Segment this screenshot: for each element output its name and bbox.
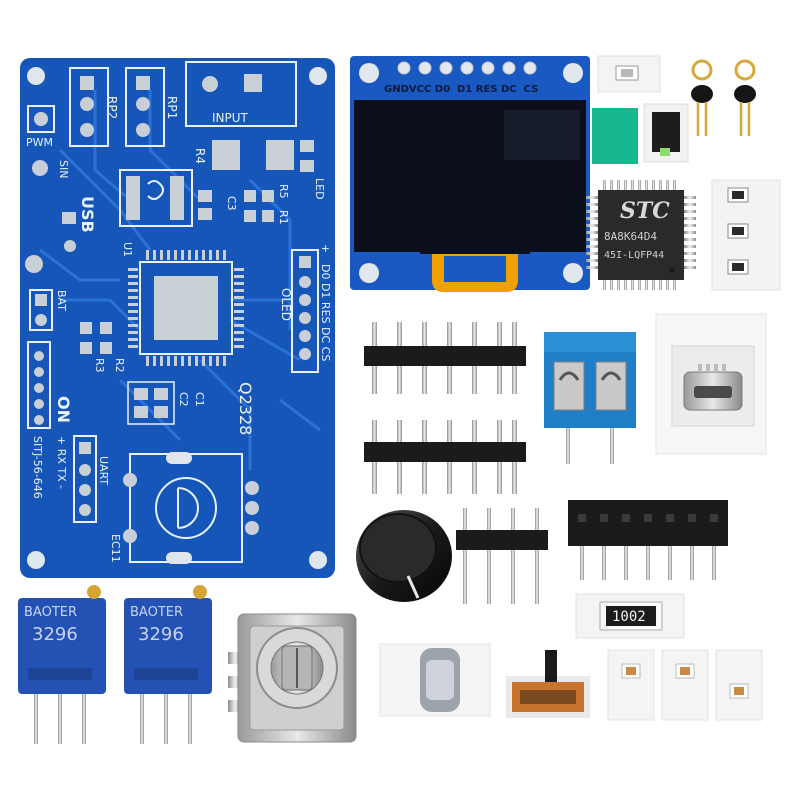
- label-rp1: RP1: [165, 96, 179, 119]
- oled-pin-header-label: GNDVCC D0 D1 RES DC CS: [384, 84, 538, 95]
- chip-part: 8A8K64D4: [604, 230, 657, 243]
- sot-transistor: [652, 112, 680, 152]
- chip-brand: STC: [620, 198, 670, 224]
- label-c2: C2: [177, 392, 190, 407]
- resistor-marking: 1002: [612, 609, 646, 625]
- label-plus-minus: +: [319, 244, 332, 253]
- label-sin: SIN: [57, 160, 70, 178]
- mount-hole: [27, 551, 45, 569]
- label-r3: R3: [93, 358, 106, 373]
- oled-header-pins: [397, 61, 537, 75]
- chip-line3: 45I-LQFP44: [604, 250, 664, 261]
- top-right-parts: STC 8A8K64D4 45I-LQFP44: [586, 55, 781, 291]
- label-bat: BAT: [55, 290, 68, 311]
- label-rxtx: + RX TX -: [55, 436, 68, 489]
- ec11-encoder: [228, 613, 357, 743]
- label-led: LED: [313, 178, 326, 200]
- pot-brand: BAOTER: [130, 605, 183, 620]
- smd-resistor-1002: 1002: [575, 593, 685, 639]
- label-sitj: SITJ-56-646: [31, 436, 44, 499]
- smd-capacitor-strip: [607, 649, 763, 721]
- label-input: INPUT: [212, 111, 249, 125]
- u1-footprint: [139, 261, 233, 355]
- label-uart: UART: [97, 456, 110, 485]
- trimmer-pot: BAOTER 3296: [124, 585, 212, 744]
- u1-pads: [128, 250, 244, 366]
- label-oled: OLED: [279, 288, 293, 321]
- screw-terminal: [544, 332, 636, 464]
- micro-usb-connector: [655, 313, 767, 455]
- label-r1: R1: [277, 210, 290, 225]
- stc-mcu-chip: STC 8A8K64D4 45I-LQFP44: [586, 180, 696, 290]
- pin-header-bottom: [364, 420, 526, 494]
- label-ec11: EC11: [109, 534, 122, 563]
- rp1-outline: [125, 67, 165, 147]
- label-c1: C1: [193, 392, 206, 407]
- input-outline: [185, 61, 297, 127]
- label-r5: R5: [277, 184, 290, 199]
- pin-header-top: [364, 322, 526, 394]
- slide-switch: [506, 650, 590, 718]
- led-component: [691, 59, 713, 136]
- right-angle-header: [456, 508, 548, 604]
- mount-hole: [309, 551, 327, 569]
- label-oled-pins: D0 D1 RES DC CS: [319, 264, 332, 361]
- label-r2: R2: [113, 358, 126, 373]
- trimmer-pot: BAOTER 3296: [18, 585, 106, 744]
- main-pcb: RP2 RP1 INPUT PWM SIN R4 LED C3 R5 R1: [20, 58, 335, 578]
- label-on: ON: [54, 396, 73, 423]
- oled-module: GNDVCC D0 D1 RES DC CS: [350, 56, 590, 292]
- label-q2328: Q2328: [236, 382, 255, 435]
- label-u1: U1: [121, 242, 134, 257]
- green-tape: [592, 108, 638, 164]
- label-rp2: RP2: [105, 96, 119, 119]
- buzzer-part: [379, 643, 491, 717]
- led-component: [734, 59, 756, 136]
- pot-model: 3296: [32, 624, 78, 645]
- female-header: [568, 500, 728, 580]
- label-r4: R4: [193, 148, 207, 164]
- mount-hole: [309, 67, 327, 85]
- label-c3: C3: [225, 196, 238, 211]
- mount-hole: [27, 67, 45, 85]
- pot-brand: BAOTER: [24, 605, 77, 620]
- pot-model: 3296: [138, 624, 184, 645]
- rp2-outline: [69, 67, 109, 147]
- rotary-knob: [356, 510, 452, 602]
- label-usb: USB: [78, 196, 97, 233]
- label-pwm: PWM: [26, 136, 53, 149]
